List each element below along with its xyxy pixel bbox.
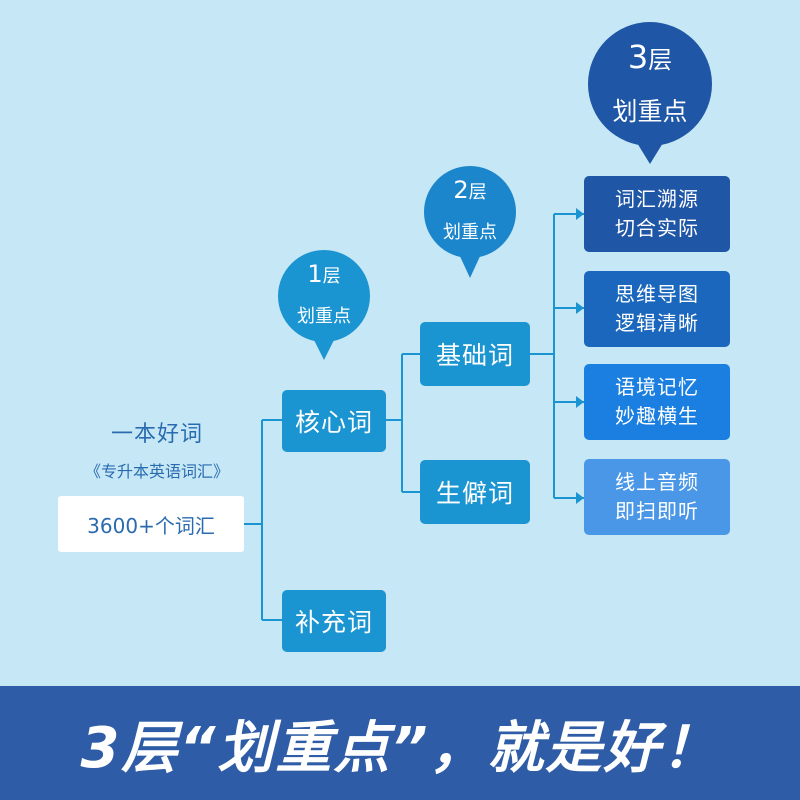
arrow-icon (576, 396, 584, 408)
pin-label: 划重点 (297, 306, 351, 327)
feature-line: 即扫即听 (615, 499, 699, 523)
supplement-words-node: 补充词 (282, 590, 386, 652)
pin-level-number: 1 (307, 260, 323, 288)
arrow-icon (576, 302, 584, 314)
pin-level-number: 2 (453, 176, 469, 204)
level-2-pin: 2层 划重点 (422, 166, 518, 280)
supplement-words-label: 补充词 (294, 608, 373, 637)
feature-line: 词汇溯源 (615, 187, 699, 211)
pin-marker-icon (424, 166, 516, 278)
pin-level-unit: 层 (468, 182, 487, 203)
pin-level-unit: 层 (648, 46, 673, 74)
book-title: 一本好词 (110, 422, 203, 447)
feature-line: 思维导图 (615, 282, 699, 306)
rare-words-node: 生僻词 (420, 460, 530, 524)
word-count-box: 3600+个词汇 (58, 496, 244, 552)
rare-words-label: 生僻词 (435, 479, 514, 508)
level-1-pin: 1层 划重点 (276, 250, 372, 362)
feature-line: 妙趣横生 (615, 404, 699, 428)
feature-box-audio: 线上音频 即扫即听 (584, 459, 730, 535)
feature-line: 切合实际 (615, 216, 699, 240)
pin-label: 划重点 (612, 97, 688, 126)
basic-words-node: 基础词 (420, 322, 530, 386)
book-subtitle: 《专升本英语词汇》 (84, 462, 229, 481)
pin-level-unit: 层 (322, 266, 341, 287)
core-words-label: 核心词 (294, 408, 373, 437)
feature-line: 线上音频 (615, 470, 699, 494)
pin-marker-icon (278, 250, 370, 360)
feature-line: 逻辑清晰 (615, 311, 699, 335)
word-count-label: 3600+个词汇 (87, 513, 215, 538)
arrow-icon (576, 208, 584, 220)
feature-box-etymology: 词汇溯源 切合实际 (584, 176, 730, 252)
level-3-pin: 3层 划重点 (586, 22, 714, 166)
feature-box-mindmap: 思维导图 逻辑清晰 (584, 271, 730, 347)
feature-box-context: 语境记忆 妙趣横生 (584, 364, 730, 440)
arrow-icon (576, 492, 584, 504)
slogan-banner: 3层“划重点”，就是好！ (0, 686, 800, 800)
basic-words-label: 基础词 (435, 341, 514, 370)
slogan-text: 3层“划重点”，就是好！ (80, 715, 720, 781)
pin-level-number: 3 (627, 38, 649, 76)
pin-marker-icon (588, 22, 712, 164)
feature-line: 语境记忆 (615, 375, 699, 399)
pin-label: 划重点 (443, 222, 497, 243)
core-words-node: 核心词 (282, 390, 386, 452)
